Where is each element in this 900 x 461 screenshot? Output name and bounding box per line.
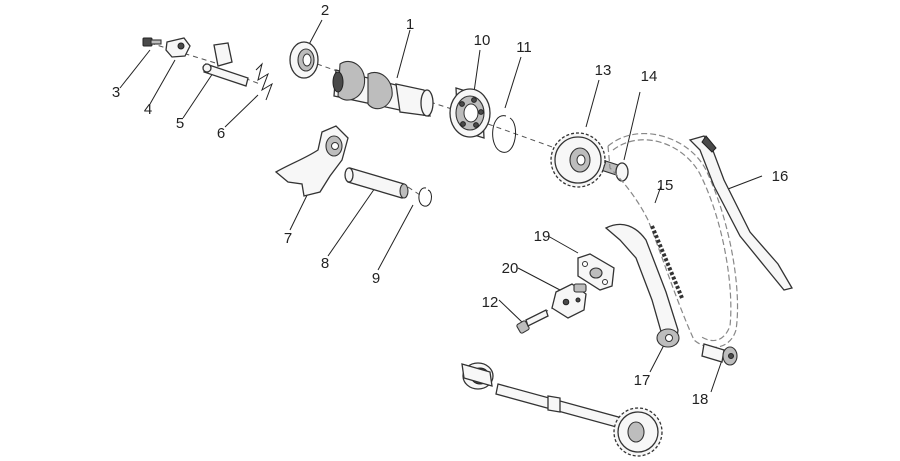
callout-6: 6 — [217, 125, 225, 142]
part-7-rocker-arm — [274, 125, 349, 197]
part-5-decompressor-shaft — [202, 42, 249, 87]
crank-shaft-assembly — [461, 362, 663, 457]
callout-1: 1 — [406, 16, 414, 33]
part-11-snap-ring — [492, 115, 517, 153]
part-17-chain-tensioner-slider — [604, 223, 680, 348]
callout-14: 14 — [641, 68, 658, 85]
callout-5: 5 — [176, 115, 184, 132]
part-9-circlip — [418, 187, 432, 207]
callout-4: 4 — [144, 101, 152, 118]
part-1-camshaft — [332, 60, 434, 117]
part-2-oil-seal — [289, 41, 319, 79]
part-20-chain-tensioner — [551, 283, 587, 319]
callout-18: 18 — [692, 391, 709, 408]
part-6-spring — [255, 62, 273, 101]
leader-lines — [119, 19, 763, 393]
callout-12: 12 — [482, 294, 499, 311]
callout-15: 15 — [657, 177, 674, 194]
callout-8: 8 — [321, 255, 329, 272]
part-14-sprocket-bolt — [602, 160, 629, 182]
part-16-chain-guide — [688, 135, 793, 291]
callout-7: 7 — [284, 230, 292, 247]
part-4-decompressor-weight — [165, 37, 191, 58]
callout-9: 9 — [372, 270, 380, 287]
callout-3: 3 — [112, 84, 120, 101]
part-15-timing-chain — [607, 132, 739, 348]
part-3-screw — [142, 37, 162, 47]
callout-13: 13 — [595, 62, 612, 79]
callout-10: 10 — [474, 32, 491, 49]
callout-17: 17 — [634, 372, 651, 389]
callout-11: 11 — [516, 39, 532, 56]
part-19-tensioner-gasket — [577, 253, 615, 291]
callout-16: 16 — [772, 168, 789, 185]
callout-labels: 1 2 3 4 5 6 7 8 9 10 11 12 13 14 15 16 1… — [112, 2, 789, 408]
part-13-timing-sprocket — [550, 132, 606, 188]
callout-19: 19 — [534, 228, 551, 245]
part-10-bearing — [449, 87, 491, 139]
callout-20: 20 — [502, 260, 519, 277]
part-8-rocker-arm-shaft — [344, 167, 409, 199]
callout-2: 2 — [321, 2, 329, 19]
part-18-slider-pivot-bolt — [701, 343, 738, 366]
part-12-tensioner-bolt — [516, 309, 549, 334]
